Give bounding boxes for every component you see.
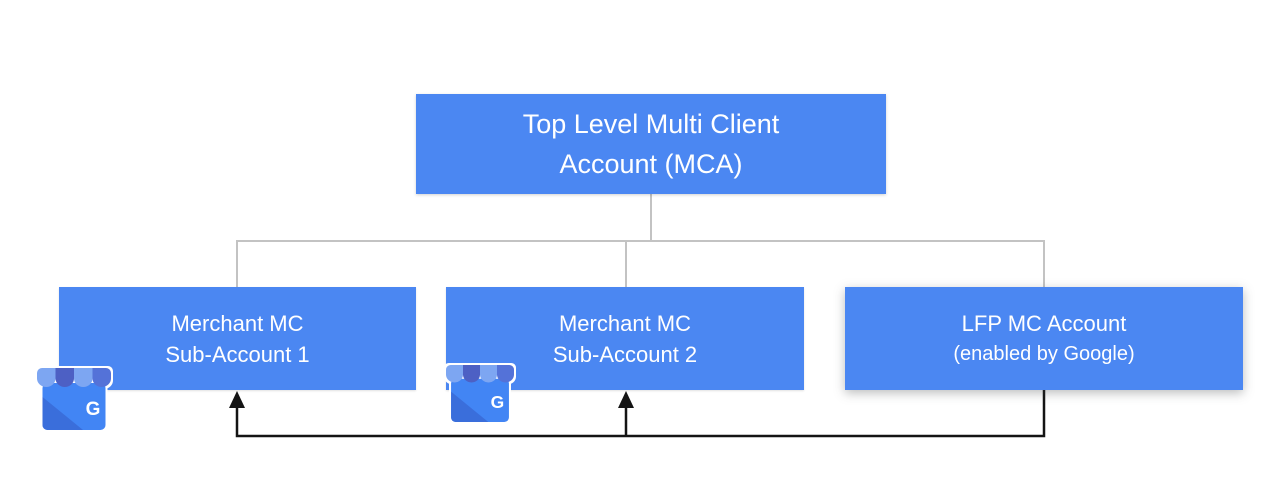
node-merchant-sub-account-1: Merchant MC Sub-Account 1 — [59, 287, 416, 390]
node-merchant-sub-account-2-line2: Sub-Account 2 — [552, 341, 698, 367]
tree-connectors — [236, 194, 1045, 287]
arrow-path-lfp-to-child1 — [235, 390, 1046, 438]
node-merchant-sub-account-1-line1: Merchant MC — [171, 310, 304, 336]
node-lfp-mc-account-line1: LFP MC Account — [961, 310, 1127, 336]
google-business-storefront-icon — [446, 365, 514, 422]
node-top-level-mca-line2: Account (MCA) — [559, 149, 743, 179]
feedback-arrows — [229, 390, 1046, 438]
node-top-level-mca: Top Level Multi Client Account (MCA) — [416, 94, 886, 194]
node-lfp-mc-account-line2: (enabled by Google) — [953, 342, 1135, 365]
node-lfp-mc-account: LFP MC Account (enabled by Google) — [845, 287, 1243, 390]
node-merchant-sub-account-1-line2: Sub-Account 1 — [165, 341, 310, 367]
arrowhead-child2 — [618, 391, 634, 408]
node-merchant-sub-account-2: Merchant MC Sub-Account 2 — [446, 287, 804, 390]
arrowhead-child1 — [229, 391, 245, 408]
node-top-level-mca-line1: Top Level Multi Client — [522, 109, 780, 139]
node-merchant-sub-account-2-line1: Merchant MC — [558, 310, 692, 336]
google-business-storefront-icon — [37, 368, 111, 430]
